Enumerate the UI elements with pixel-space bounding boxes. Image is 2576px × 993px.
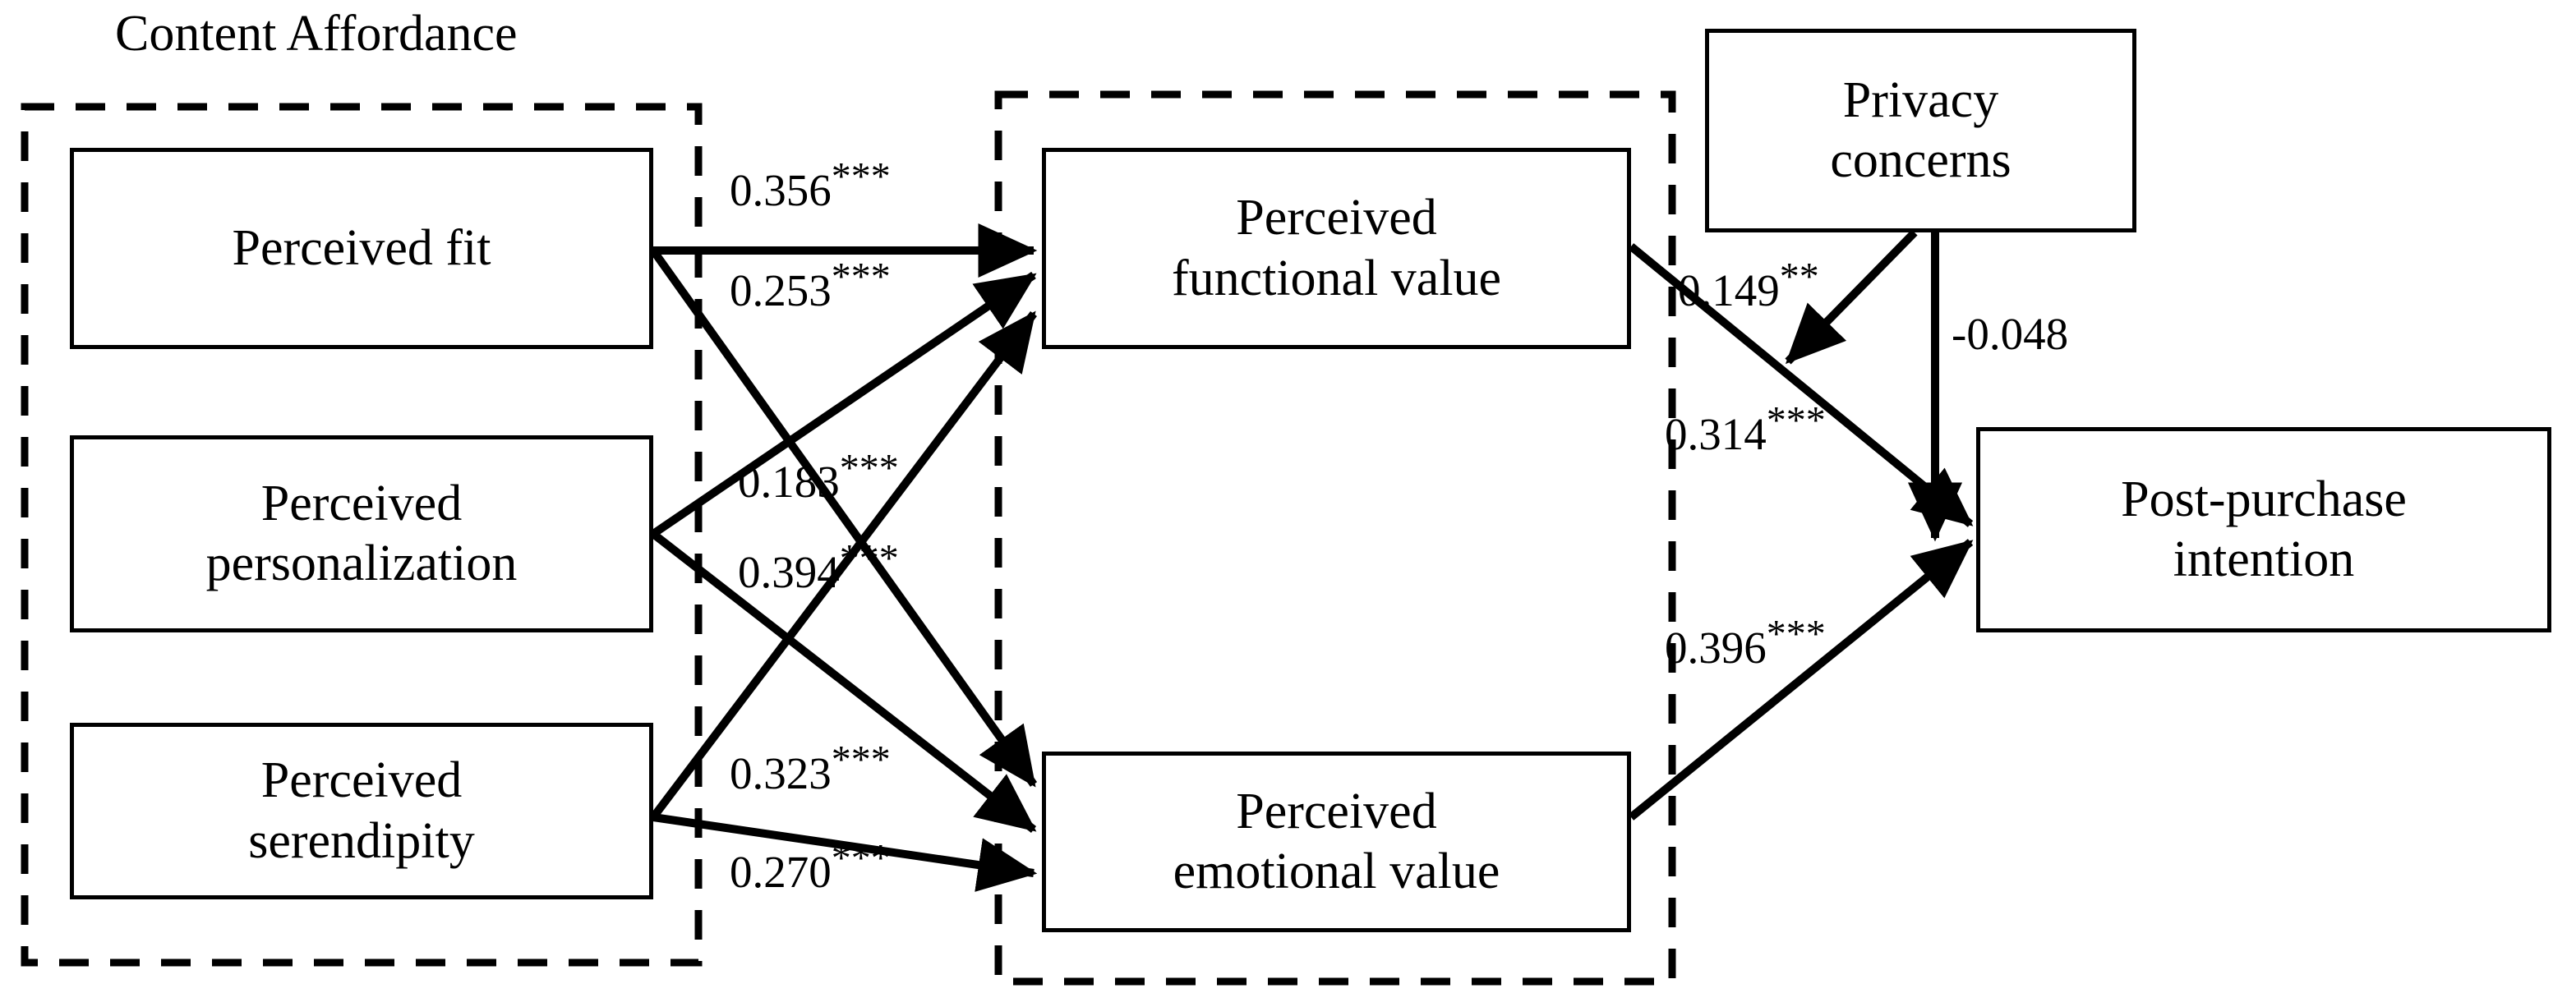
node-label-line-1: Perceived bbox=[260, 475, 463, 531]
node-label-line-2: intention bbox=[2173, 531, 2355, 587]
node-label-perceived-fit: Perceived fit bbox=[232, 219, 491, 276]
node-label-post-purchase-intention: Post-purchase intention bbox=[2121, 470, 2407, 590]
path-line-privacy-moderation bbox=[1785, 229, 1918, 365]
node-label-line-1: Perceived bbox=[1236, 190, 1437, 246]
path-line-emotional-to-intention bbox=[1628, 539, 1974, 821]
node-perceived-personalization[interactable]: Perceived personalization bbox=[70, 435, 653, 632]
node-label-perceived-personalization: Perceived personalization bbox=[206, 474, 518, 594]
path-line-serendipity-to-functional bbox=[650, 310, 1037, 821]
node-label-line-1: Perceived bbox=[260, 752, 463, 809]
significance-stars: ** bbox=[1779, 255, 1819, 299]
node-label-line-2: concerns bbox=[1830, 132, 2011, 188]
significance-stars: *** bbox=[1766, 612, 1826, 656]
node-label-line-1: Perceived bbox=[1236, 783, 1437, 839]
significance-stars: *** bbox=[839, 446, 899, 490]
path-line-serendipity-to-emotional bbox=[652, 813, 1038, 892]
path-line-fit-to-emotional bbox=[649, 248, 1038, 788]
node-perceived-emotional-value[interactable]: Perceived emotional value bbox=[1042, 752, 1631, 932]
path-line-functional-to-intention bbox=[1628, 243, 1974, 527]
node-post-purchase-intention[interactable]: Post-purchase intention bbox=[1976, 427, 2551, 632]
path-label-serendipity-to-functional: 0.323*** bbox=[730, 740, 891, 799]
coefficient-value: -0.048 bbox=[1952, 309, 2069, 359]
significance-stars: *** bbox=[831, 738, 891, 782]
node-label-line-2: personalization bbox=[205, 536, 518, 591]
coefficient-value: 0.270 bbox=[730, 847, 832, 897]
node-perceived-functional-value[interactable]: Perceived functional value bbox=[1042, 148, 1631, 349]
path-label-fit-to-functional: 0.356*** bbox=[730, 157, 891, 216]
node-label-perceived-emotional-value: Perceived emotional value bbox=[1173, 782, 1500, 902]
significance-stars: *** bbox=[831, 836, 891, 880]
path-label-personalization-to-emotional: 0.394*** bbox=[738, 539, 899, 598]
coefficient-value: 0.253 bbox=[730, 265, 832, 315]
node-label-line-1: Privacy bbox=[1842, 71, 1999, 128]
path-label-privacy-moderation: 0.149** bbox=[1678, 257, 1819, 316]
coefficient-value: 0.323 bbox=[730, 748, 832, 798]
node-label-privacy-concerns: Privacy concerns bbox=[1830, 71, 2011, 191]
significance-stars: *** bbox=[839, 536, 899, 581]
node-label-line-2: emotional value bbox=[1173, 844, 1500, 899]
path-label-functional-to-intention: 0.314*** bbox=[1665, 401, 1826, 460]
path-line-personalization-to-functional bbox=[651, 271, 1037, 538]
node-perceived-fit[interactable]: Perceived fit bbox=[70, 148, 653, 349]
coefficient-value: 0.394 bbox=[738, 547, 840, 597]
node-label-line-2: functional value bbox=[1171, 250, 1502, 306]
significance-stars: *** bbox=[831, 255, 891, 299]
significance-stars: *** bbox=[831, 154, 891, 199]
path-label-personalization-to-functional: 0.183*** bbox=[738, 448, 899, 508]
group-title-content-affordance: Content Affordance bbox=[115, 6, 518, 62]
group-border-perceived-value bbox=[994, 90, 1676, 986]
node-label-line-2: serendipity bbox=[248, 812, 475, 869]
path-label-privacy-to-intention: -0.048 bbox=[1952, 308, 2068, 360]
node-label-line-1: Post-purchase bbox=[2121, 471, 2407, 527]
node-label-perceived-serendipity: Perceived serendipity bbox=[248, 751, 475, 871]
significance-stars: *** bbox=[1766, 398, 1826, 443]
path-label-serendipity-to-emotional: 0.270*** bbox=[730, 839, 891, 898]
coefficient-value: 0.183 bbox=[738, 457, 840, 507]
coefficient-value: 0.314 bbox=[1665, 409, 1767, 459]
path-label-emotional-to-intention: 0.396*** bbox=[1665, 614, 1826, 673]
path-label-fit-to-emotional: 0.253*** bbox=[730, 257, 891, 316]
path-line-personalization-to-emotional bbox=[650, 531, 1037, 833]
node-privacy-concerns[interactable]: Privacy concerns bbox=[1705, 29, 2136, 232]
coefficient-value: 0.396 bbox=[1665, 623, 1767, 673]
coefficient-value: 0.356 bbox=[730, 165, 832, 215]
node-perceived-serendipity[interactable]: Perceived serendipity bbox=[70, 723, 653, 899]
node-label-perceived-functional-value: Perceived functional value bbox=[1172, 188, 1501, 308]
coefficient-value: 0.149 bbox=[1678, 265, 1780, 315]
